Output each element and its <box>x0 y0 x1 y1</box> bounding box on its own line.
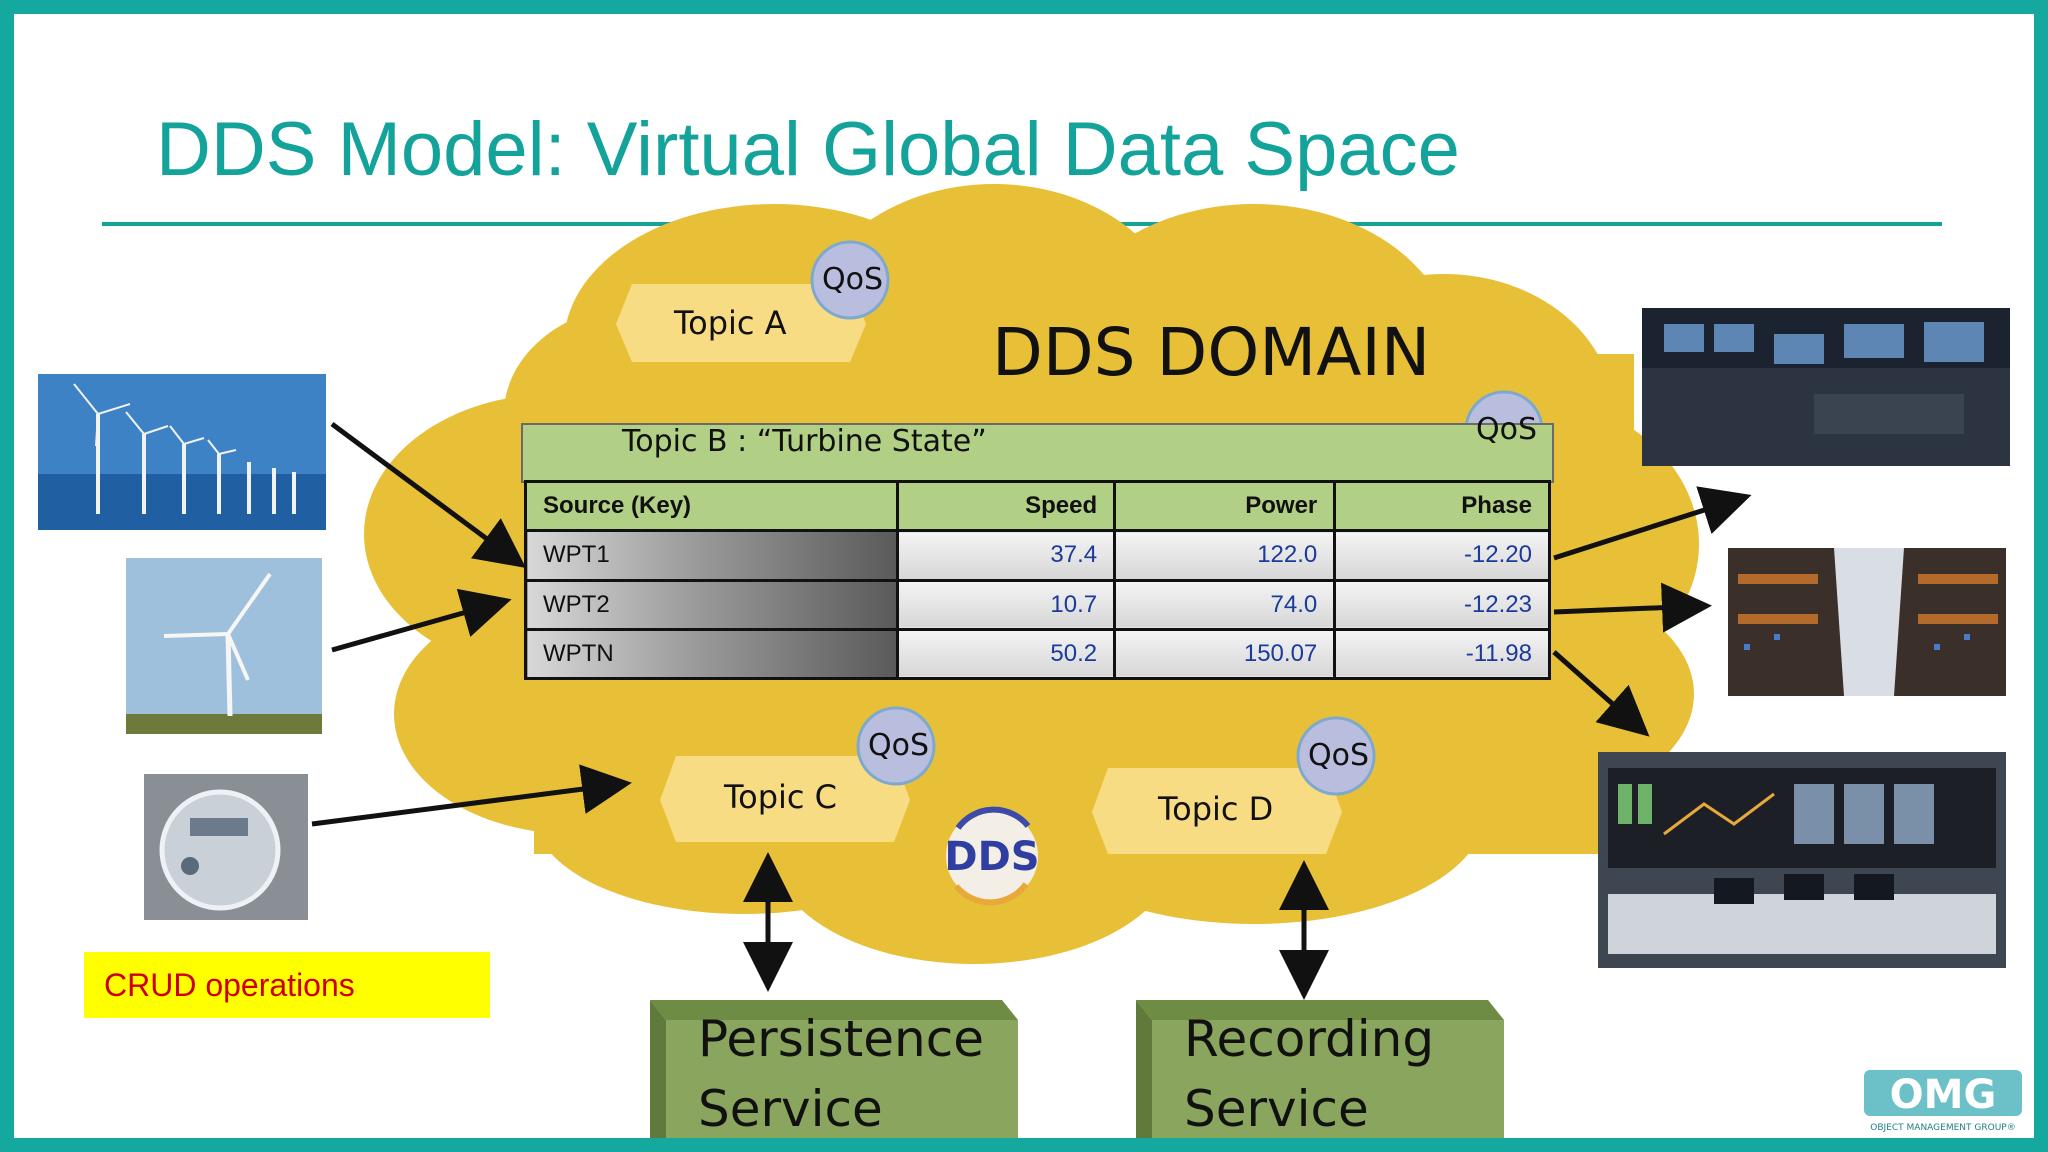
recording-service-line-2: Service <box>1184 1080 1369 1138</box>
table-cell: 150.07 <box>1113 627 1337 681</box>
arrow-to-control-room-1 <box>1553 486 1752 561</box>
qos-label-b: QoS <box>1476 412 1538 447</box>
table-cell: -12.20 <box>1333 529 1551 582</box>
table-cell-key: WPTN <box>524 627 899 681</box>
table-cell: -12.23 <box>1333 578 1551 631</box>
table-cell: 50.2 <box>895 627 1117 681</box>
topic-c-band <box>660 756 910 842</box>
persistence-service-line-1: Persistence <box>698 1010 984 1068</box>
table-cell: -11.98 <box>1333 627 1551 681</box>
column-header: Power <box>1113 479 1337 533</box>
arrow-to-control-room-2 <box>1552 650 1650 737</box>
column-header: Phase <box>1333 479 1551 533</box>
topic-a-band <box>616 284 866 362</box>
slide: DDS Model: Virtual Global Data Space <box>14 14 2034 1138</box>
recording-service-box <box>1136 1000 1504 1138</box>
table-cell: 74.0 <box>1113 578 1337 631</box>
topic-c-label: Topic C <box>724 778 837 816</box>
recording-service-label: Recording Service <box>1184 1004 1434 1138</box>
qos-bubble-a <box>810 240 890 320</box>
table-row: WPTN 50.2 150.07 -11.98 <box>524 627 1551 681</box>
slide-title: DDS Model: Virtual Global Data Space <box>156 107 1460 192</box>
control-room-photo-2 <box>1598 752 2006 968</box>
topic-b-title: Topic B : “Turbine State” <box>622 424 987 459</box>
persistence-service-line-2: Service <box>698 1080 883 1138</box>
arrow-meter-to-topic-c <box>311 764 632 827</box>
qos-bubble-c <box>856 706 936 786</box>
wind-farm-photo <box>38 374 326 530</box>
omg-caption: OBJECT MANAGEMENT GROUP® <box>1870 1123 2015 1133</box>
table-cell: 122.0 <box>1113 529 1337 582</box>
topic-a-label: Topic A <box>674 304 787 342</box>
persistence-service-label: Persistence Service <box>698 1004 984 1138</box>
table-cell: 10.7 <box>895 578 1117 631</box>
qos-label-a: QoS <box>822 262 884 297</box>
qos-label-d: QoS <box>1308 738 1370 773</box>
control-room-photo-1 <box>1642 308 2010 466</box>
topic-d-band <box>1092 768 1342 854</box>
topic-b-box <box>521 423 1554 483</box>
table-row: WPT1 37.4 122.0 -12.20 <box>524 529 1551 582</box>
persistence-service-box <box>650 1000 1018 1138</box>
column-header: Source (Key) <box>524 479 899 533</box>
table-cell: 37.4 <box>895 529 1117 582</box>
column-header: Speed <box>895 479 1117 533</box>
table-row: WPT2 10.7 74.0 -12.23 <box>524 578 1551 631</box>
table-header-row: Source (Key) Speed Power Phase <box>524 479 1551 533</box>
arrow-to-datacenter <box>1553 582 1712 633</box>
omg-logo-text: OMG <box>1890 1072 1997 1118</box>
topic-d-label: Topic D <box>1158 790 1274 828</box>
qos-bubble-d <box>1296 716 1376 796</box>
recording-service-line-1: Recording <box>1184 1010 1435 1068</box>
smart-meter-photo <box>144 774 308 920</box>
dds-domain-label: DDS DOMAIN <box>992 314 1431 391</box>
data-center-photo <box>1728 548 2006 696</box>
arrow-turbine-to-table <box>331 588 512 653</box>
omg-logo: OMG OBJECT MANAGEMENT GROUP® <box>1864 1070 2022 1133</box>
arrow-turbines-to-table <box>330 421 527 568</box>
wind-turbine-photo <box>126 558 322 734</box>
table-cell-key: WPT2 <box>524 578 899 631</box>
turbine-state-table: Source (Key) Speed Power Phase WPT1 37.4… <box>524 479 1551 681</box>
qos-label-c: QoS <box>868 728 930 763</box>
table-cell-key: WPT1 <box>524 529 899 582</box>
crud-operations-label: CRUD operations <box>84 952 490 1018</box>
dds-logo: DDS <box>944 806 1040 906</box>
dds-logo-text: DDS <box>944 834 1039 880</box>
